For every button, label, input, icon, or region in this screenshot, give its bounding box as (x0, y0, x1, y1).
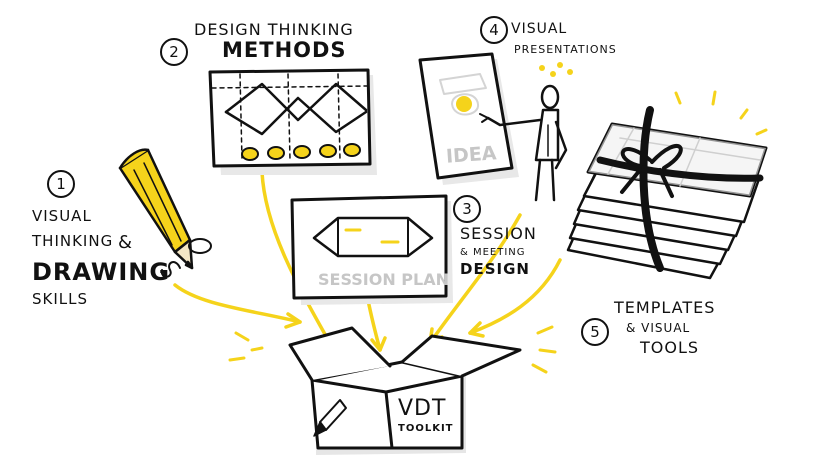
arrow-from-templates (468, 258, 562, 335)
step-1-number: 1 (47, 170, 75, 198)
step-4-number: 4 (480, 16, 508, 44)
step-5-number: 5 (581, 318, 609, 346)
step-4-label-presentations: PRESENTATIONS (514, 43, 617, 56)
step-5-label-templates: TEMPLATES (614, 298, 716, 317)
step-1-label-visual: VISUAL (32, 207, 92, 225)
step-1-ampersand: & (118, 232, 134, 253)
step-1-label-drawing: DRAWING (32, 258, 171, 286)
step-5-label-tools: TOOLS (640, 338, 700, 357)
idea-sheet-text: IDEA (445, 142, 498, 168)
arrow-from-methods (260, 170, 337, 354)
step-2-number: 2 (160, 38, 188, 66)
arrow-from-drawing-skills (173, 283, 302, 324)
idea-sparks (539, 62, 573, 77)
toolkit-title: VDT (398, 396, 447, 421)
sparkle-marks (228, 90, 768, 374)
step-1-label-thinking: THINKING (32, 232, 114, 250)
presenter-icon (418, 52, 568, 202)
step-4-label-visual: VISUAL (511, 21, 568, 37)
step-3-label-meeting: & MEETING (460, 247, 526, 258)
step-3-label-design: DESIGN (460, 260, 530, 278)
arrow-from-presentations (428, 213, 522, 345)
toolkit-subtitle: TOOLKIT (398, 423, 454, 434)
step-3-label-session: SESSION (460, 224, 537, 243)
open-box-icon (288, 326, 522, 455)
step-1-label-skills: SKILLS (32, 290, 89, 308)
step-2-label-methods: METHODS (222, 38, 347, 62)
step-2-label-title: DESIGN THINKING (194, 20, 354, 39)
step-3-number: 3 (453, 195, 481, 223)
session-plan-sheet-text: SESSION PLAN (318, 270, 449, 289)
pencil-icon (118, 148, 212, 278)
session-plan-icon (290, 194, 453, 305)
step-5-label-visual: & VISUAL (626, 321, 691, 335)
method-canvas-icon (208, 68, 377, 175)
template-stack-icon (566, 106, 768, 280)
